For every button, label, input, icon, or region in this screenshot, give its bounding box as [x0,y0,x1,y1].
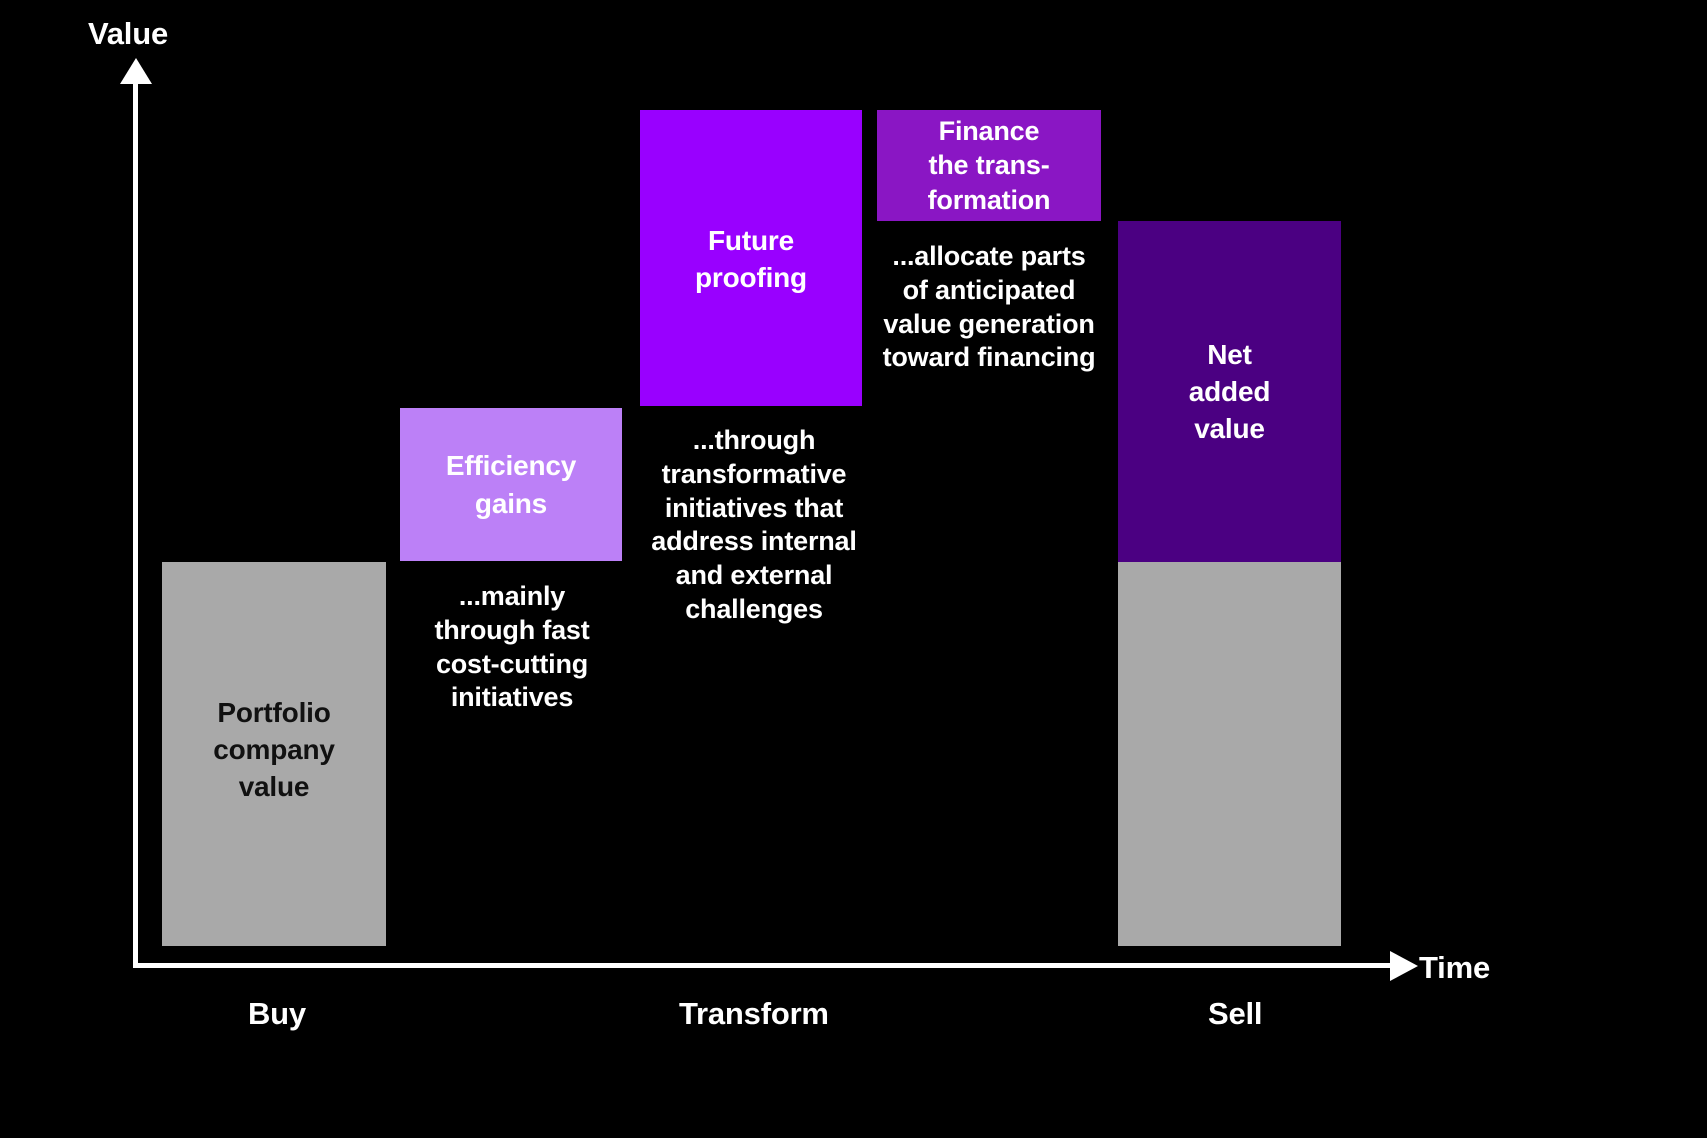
phase-label-sell: Sell [1208,996,1263,1031]
bar-sell-base-value [1118,562,1341,946]
x-axis-line [133,963,1397,968]
y-axis-title: Value [88,16,168,51]
x-axis-title: Time [1419,950,1490,985]
y-axis-line [133,78,138,968]
caption-efficiency-gains: ...mainly through fast cost-cutting init… [434,581,590,713]
arrow-up-icon [120,58,152,84]
caption-finance-the-transformation: ...allocate parts of anticipated value g… [882,241,1096,373]
phase-label-transform: Transform [679,996,829,1031]
caption-future-proofing: ...through transformative initiatives th… [651,425,857,624]
phase-label-buy: Buy [248,996,306,1031]
arrow-right-icon [1390,951,1418,981]
